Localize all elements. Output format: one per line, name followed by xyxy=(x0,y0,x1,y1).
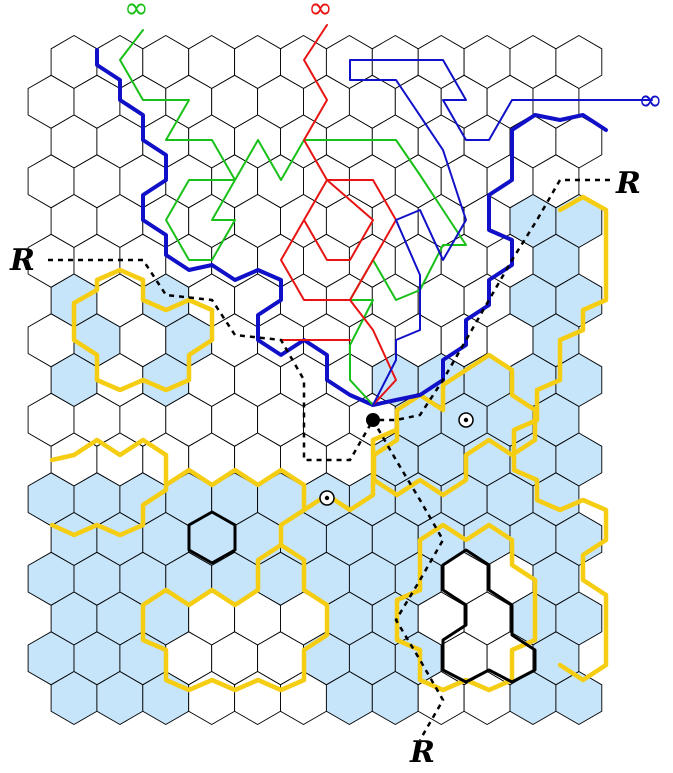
label-r-left: R xyxy=(9,243,35,278)
yellow-right-strip-boundary xyxy=(511,194,609,683)
dashed-bottom-curve xyxy=(371,419,445,741)
circled-dot-icon-left xyxy=(319,490,335,506)
dashed-r-curves xyxy=(48,178,610,741)
blue-loop-boundary xyxy=(95,48,608,407)
blue-walk xyxy=(349,59,653,406)
label-r-bottom: R xyxy=(409,735,435,770)
yellow-left-cluster-boundary xyxy=(71,267,215,393)
yellow-bottom-right-boundary xyxy=(394,522,538,693)
infinity-blue-label: ∞ xyxy=(638,83,663,118)
blue-boundary-path xyxy=(95,48,608,407)
circled-dot-icon-right xyxy=(458,412,474,428)
infinity-green-label: ∞ xyxy=(124,0,149,26)
dashed-right-curve xyxy=(373,178,610,422)
black-outlined-hexes xyxy=(187,510,537,684)
hex-grid xyxy=(27,34,603,726)
infinity-red-label: ∞ xyxy=(308,0,333,26)
yellow-lower-left-boundary xyxy=(49,437,169,538)
hex-cell xyxy=(555,670,603,726)
black-hex-left xyxy=(187,510,237,565)
black-hex-group-right xyxy=(441,548,537,684)
label-r-right: R xyxy=(615,166,641,201)
yellow-center-right-boundary xyxy=(371,352,538,498)
yellow-lower-middle-boundary xyxy=(140,467,330,693)
dashed-left-curve xyxy=(48,258,375,462)
origin-dot xyxy=(366,413,380,427)
